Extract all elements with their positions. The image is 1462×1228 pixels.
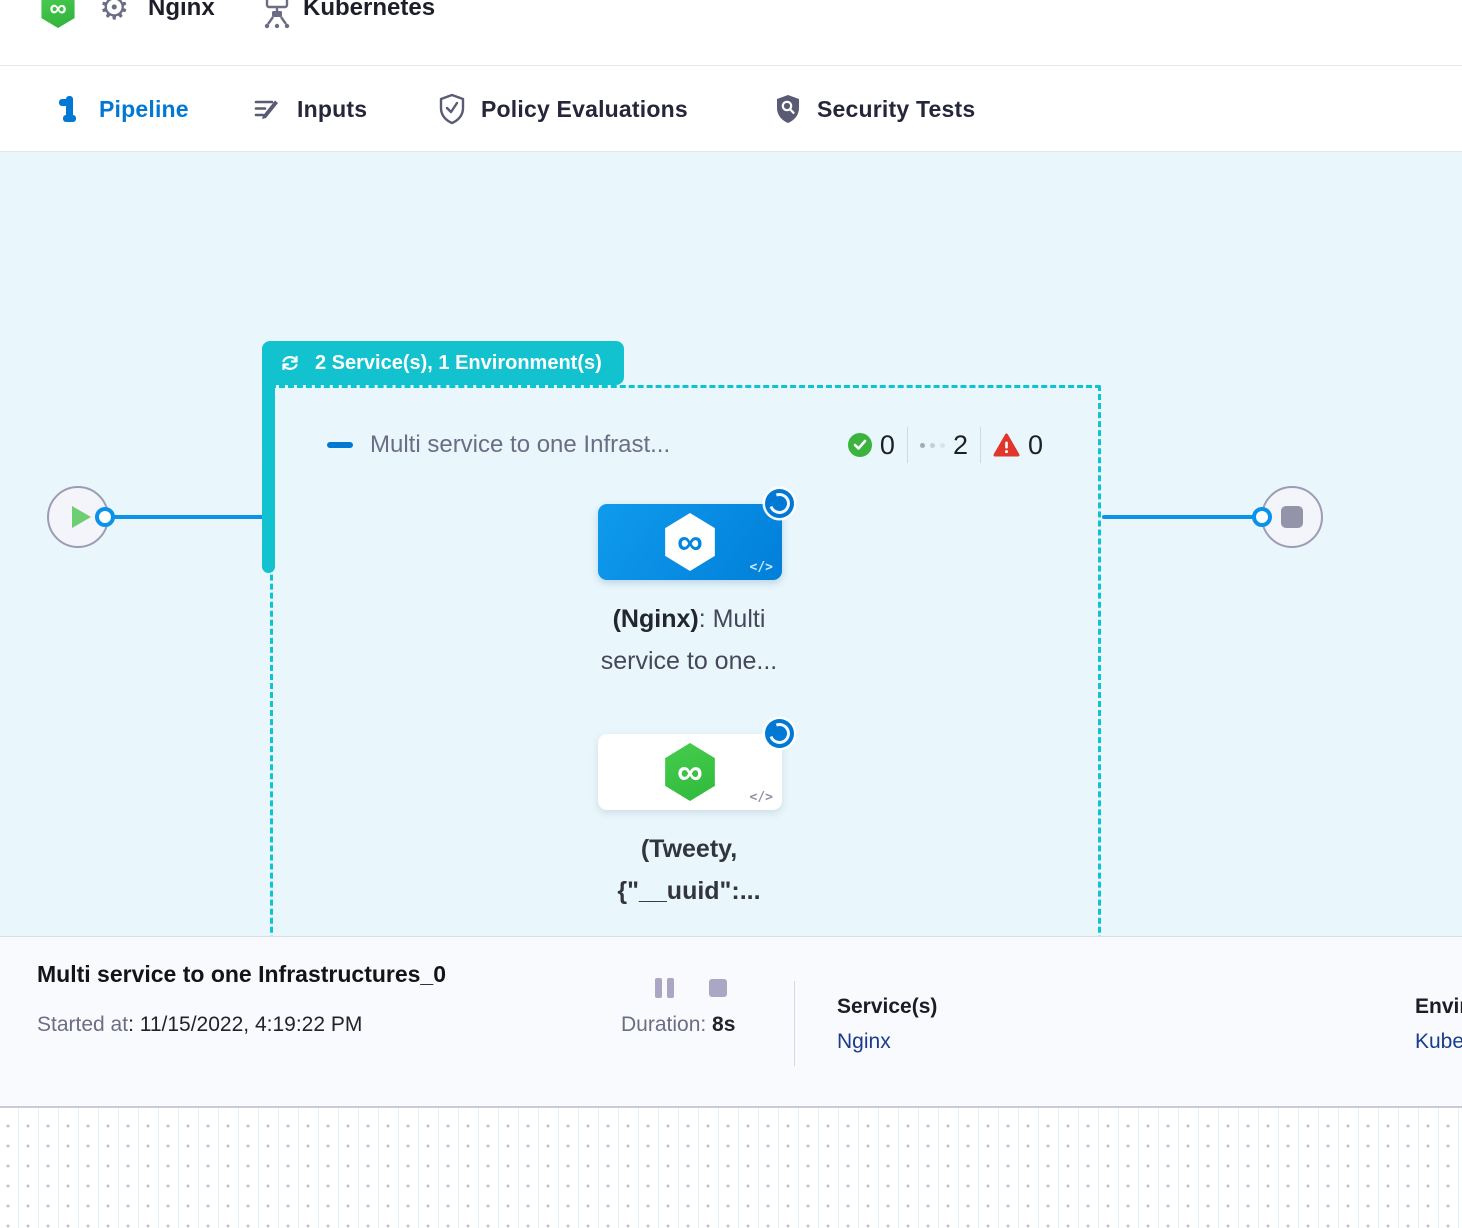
execution-tabs: Pipeline Inputs Policy Evaluations bbox=[0, 66, 1462, 219]
count-divider bbox=[906, 427, 908, 463]
started-at: Started at: 11/15/2022, 4:19:22 PM bbox=[37, 1013, 362, 1037]
success-check-icon bbox=[847, 433, 872, 457]
execution-summary-bar: Multi service to one Infrastructures_0 S… bbox=[0, 936, 1462, 1106]
tab-policy-evaluations-label: Policy Evaluations bbox=[481, 95, 688, 122]
start-node bbox=[47, 486, 109, 548]
count-divider bbox=[979, 427, 981, 463]
node-tweety-service[interactable]: ∞ </> bbox=[598, 719, 794, 810]
infrastructure-icon bbox=[260, 0, 294, 30]
harness-pipeline-logo-icon: ∞ bbox=[41, 0, 75, 28]
nginx-node-logo-icon: ∞ bbox=[665, 513, 715, 571]
play-icon bbox=[71, 506, 91, 528]
stage-header: Multi service to one Infrast... 0 2 bbox=[327, 424, 1043, 466]
services-label: Service(s) bbox=[837, 995, 938, 1018]
stage-title: Multi service to one Infrast... bbox=[370, 431, 671, 458]
running-dots-icon bbox=[919, 442, 945, 448]
tweety-node-running-spinner-icon bbox=[765, 719, 794, 748]
duration-label: Duration: bbox=[621, 1013, 713, 1036]
footer-divider bbox=[794, 981, 795, 1066]
duration: Duration: 8s bbox=[621, 1013, 735, 1037]
stage-selection-box[interactable] bbox=[270, 385, 1101, 936]
tweety-node-logo-icon: ∞ bbox=[665, 743, 715, 801]
nginx-node-label: (Nginx): Multi service to one... bbox=[600, 605, 778, 675]
tab-pipeline-label: Pipeline bbox=[99, 95, 189, 122]
secondary-graph-canvas[interactable] bbox=[0, 1106, 1462, 1228]
inputs-tab-icon bbox=[252, 94, 282, 124]
success-count-value: 0 bbox=[879, 429, 895, 460]
code-template-icon: </> bbox=[749, 790, 773, 805]
pipeline-tab-icon bbox=[56, 94, 84, 124]
stop-icon bbox=[1281, 506, 1303, 528]
rollout-loop-icon bbox=[278, 351, 302, 375]
tab-inputs[interactable]: Inputs bbox=[252, 66, 367, 152]
started-at-label: Started at bbox=[37, 1013, 129, 1036]
end-node-connector bbox=[1252, 507, 1272, 527]
policy-shield-check-icon bbox=[438, 93, 466, 125]
tab-pipeline[interactable]: Pipeline bbox=[56, 66, 189, 152]
warning-triangle-icon bbox=[993, 433, 1020, 458]
pause-execution-button[interactable] bbox=[655, 978, 674, 998]
code-template-icon: </> bbox=[749, 560, 773, 575]
infinity-glyph: ∞ bbox=[49, 0, 67, 22]
tweety-node-label: (Tweety, {"__uuid":... bbox=[617, 835, 761, 905]
failed-count-value: 0 bbox=[1027, 429, 1043, 460]
context-environment-name: Kubernetes bbox=[303, 0, 436, 21]
services-link[interactable]: Nginx bbox=[837, 1030, 891, 1053]
stage-status-counts: 0 2 0 bbox=[847, 427, 1043, 463]
edge-stage-to-end bbox=[1102, 515, 1255, 519]
environments-link[interactable]: Kubernetes bbox=[1415, 1030, 1462, 1053]
context-service-name: Nginx bbox=[148, 0, 215, 21]
tab-security-tests-label: Security Tests bbox=[817, 95, 976, 122]
collapse-stage-button[interactable] bbox=[327, 442, 353, 448]
success-count[interactable]: 0 bbox=[847, 429, 895, 461]
stage-services-badge-label: 2 Service(s), 1 Environment(s) bbox=[315, 351, 602, 374]
failed-count[interactable]: 0 bbox=[993, 430, 1043, 461]
stage-services-badge[interactable]: 2 Service(s), 1 Environment(s) bbox=[262, 341, 624, 385]
running-count-value: 2 bbox=[952, 429, 968, 460]
running-count[interactable]: 2 bbox=[919, 429, 968, 461]
edge-start-to-stage bbox=[109, 515, 264, 519]
start-node-connector bbox=[95, 507, 115, 527]
security-shield-scan-icon bbox=[774, 93, 802, 125]
duration-value: 8s bbox=[712, 1013, 736, 1036]
service-gear-icon: ⚙ bbox=[99, 0, 130, 27]
tab-security-tests[interactable]: Security Tests bbox=[774, 66, 975, 152]
tab-policy-evaluations[interactable]: Policy Evaluations bbox=[438, 66, 688, 152]
node-nginx-service[interactable]: ∞ </> bbox=[598, 489, 794, 580]
abort-execution-button[interactable] bbox=[709, 979, 727, 997]
pipeline-graph-canvas[interactable]: 2 Service(s), 1 Environment(s) Multi ser… bbox=[0, 152, 1462, 936]
execution-context-bar: ∞ ⚙ Nginx Kubernetes bbox=[0, 0, 1462, 66]
nginx-node-running-spinner-icon bbox=[765, 489, 794, 518]
started-at-value: : 11/15/2022, 4:19:22 PM bbox=[128, 1013, 363, 1036]
environments-label: Environment(s) bbox=[1415, 995, 1462, 1018]
execution-title: Multi service to one Infrastructures_0 bbox=[37, 961, 447, 987]
tab-inputs-label: Inputs bbox=[297, 95, 368, 122]
